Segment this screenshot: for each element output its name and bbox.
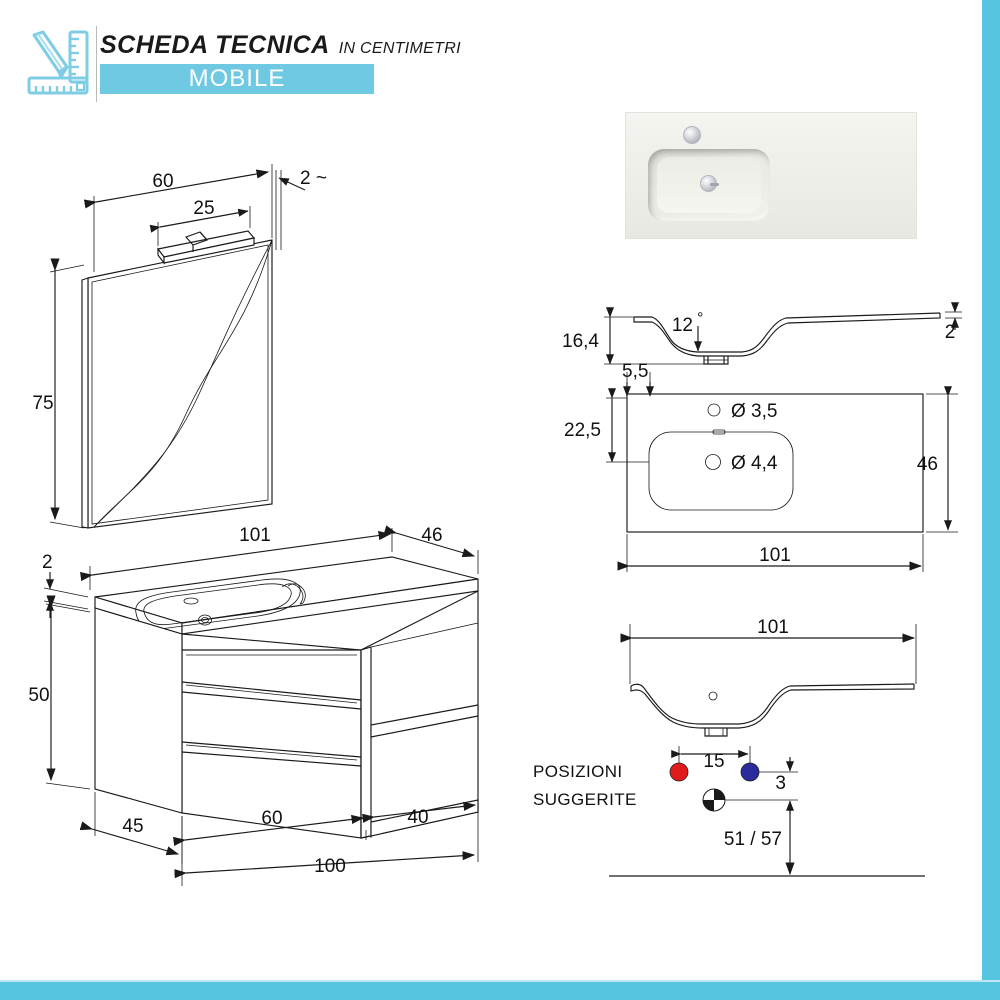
dim-basin-angle-unit: °: [697, 310, 703, 327]
page-edge-right: [982, 0, 1000, 1000]
pencil-ruler-icon: [26, 30, 100, 96]
dim-cabinet-height: 50: [28, 685, 49, 706]
suggested-positions-line1: POSIZIONI: [533, 762, 623, 781]
basin-front-view: 101 15: [533, 617, 925, 877]
dim-mirror-width: 60: [152, 171, 173, 192]
dim-edge-offset: 5,5: [622, 361, 648, 382]
photo-overflow-slot: [710, 183, 719, 186]
suggested-positions-line2: SUGGERITE: [533, 790, 637, 809]
dim-mirror-thickness: 2 ~: [300, 168, 327, 189]
photo-taphole-icon: [683, 126, 701, 144]
dim-cabinet-body-width: 100: [314, 856, 346, 877]
drain-marker: [702, 788, 726, 812]
dim-shelf-width: 40: [407, 807, 428, 828]
dim-marker-drop: 3: [775, 773, 786, 794]
dim-lamp-width: 25: [193, 198, 214, 219]
page-edge-bottom: [0, 982, 1000, 1000]
dim-basin-plan-depth: 46: [917, 454, 938, 475]
page-header: SCHEDA TECNICA IN CENTIMETRI MOBILE: [0, 0, 1000, 110]
section-banner-label: MOBILE: [188, 65, 286, 92]
basin-section-view: 16,4 12 ° 2: [562, 302, 962, 365]
dim-cabinet-depth: 46: [421, 525, 442, 546]
dim-basin-plan-width: 101: [759, 545, 791, 566]
basin-plan-view: Ø 3,5 Ø 4,4 5,5 22,5 46: [564, 361, 958, 572]
washbasin-photo: [625, 112, 917, 239]
page-title: SCHEDA TECNICA IN CENTIMETRI: [100, 31, 461, 60]
mirror-isometric-view: 60 25 2 ~ 75: [32, 164, 327, 529]
label-hole-large: Ø 4,4: [731, 453, 778, 474]
page-title-sub: IN CENTIMETRI: [338, 40, 461, 57]
dim-cabinet-top-width: 101: [239, 525, 271, 546]
hot-water-marker: [669, 762, 689, 782]
header-divider: [96, 26, 97, 102]
dim-drawer-width: 60: [261, 808, 282, 829]
dim-cabinet-side-depth: 45: [122, 816, 143, 837]
page-title-main: SCHEDA TECNICA: [100, 31, 330, 59]
photo-basin-bowl: [648, 149, 770, 221]
dim-rim-thickness: 2: [945, 322, 956, 343]
dim-front-width: 101: [757, 617, 789, 638]
label-hole-small: Ø 3,5: [731, 401, 777, 422]
cold-water-marker: [740, 762, 760, 782]
dim-basin-angle: 12: [672, 315, 693, 336]
cabinet-isometric-view: 101 46 2 50 45: [28, 525, 479, 886]
dim-basin-section-height: 16,4: [562, 331, 599, 352]
page-edge-bottom-inner: [0, 980, 1000, 982]
dim-marker-spacing: 15: [703, 751, 724, 772]
dim-hole-offset: 22,5: [564, 420, 601, 441]
dim-mirror-height: 75: [32, 393, 53, 414]
dim-counter-thickness: 2: [42, 552, 53, 573]
dim-floor-height: 51 / 57: [724, 829, 782, 850]
section-banner: MOBILE: [100, 64, 374, 94]
